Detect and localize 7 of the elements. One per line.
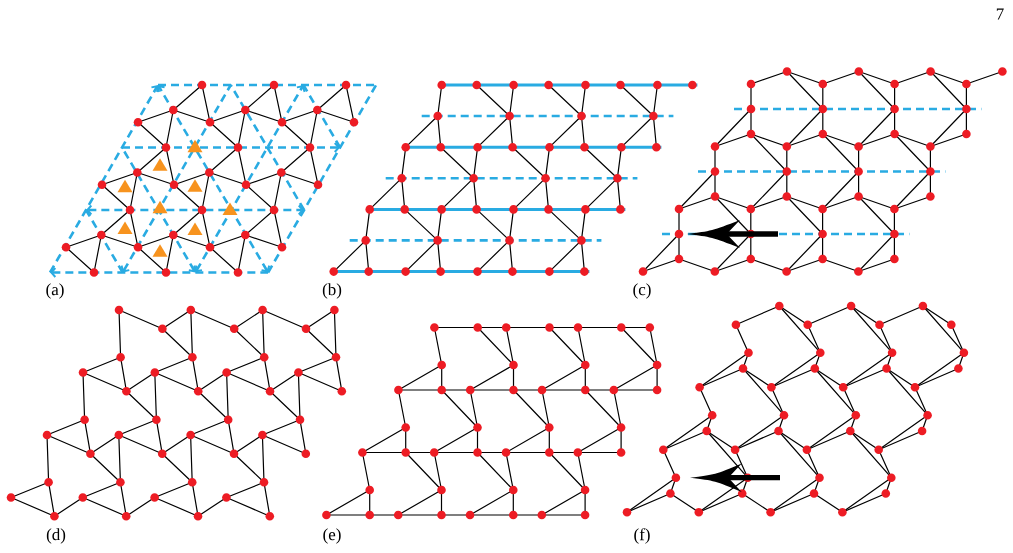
page-number: 7	[996, 8, 1004, 20]
panel-label: (a)	[46, 283, 64, 299]
panel-label: (d)	[46, 528, 66, 544]
panel-label: (e)	[323, 528, 341, 544]
panel-label: (f)	[634, 528, 650, 544]
panel-label: (b)	[322, 283, 342, 299]
panel-label: (c)	[633, 283, 651, 299]
